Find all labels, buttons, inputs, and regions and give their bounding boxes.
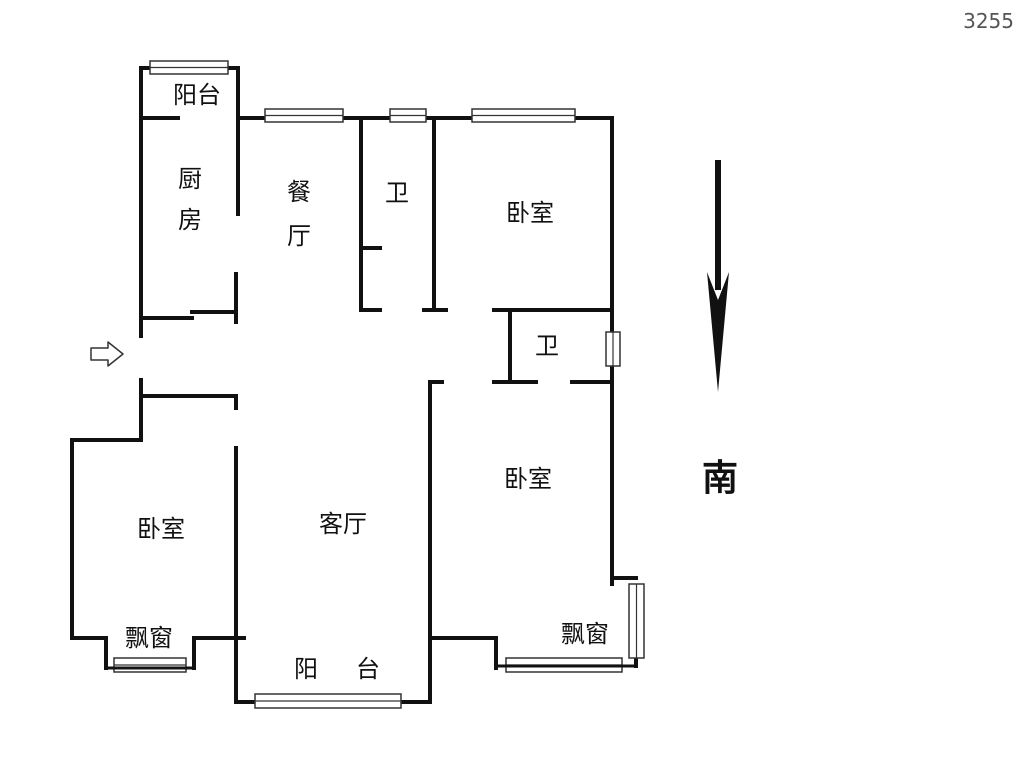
wall-bath-top [359, 116, 448, 312]
window-bay-left [113, 657, 187, 673]
wall-entry [139, 320, 238, 410]
south-arrow-icon [707, 160, 729, 392]
wall-bay-right [610, 576, 638, 586]
label-living: 客厅 [319, 510, 367, 538]
label-bedroom-w: 卧室 [137, 515, 185, 543]
label-bath-top: 卫 [385, 179, 409, 207]
label-balcony-top: 阳台 [173, 81, 221, 109]
label-kitchen-2: 房 [178, 206, 202, 234]
window-bath-top [389, 108, 427, 123]
compass-label: 南 [702, 458, 738, 499]
label-bay-right: 飘窗 [561, 620, 609, 648]
label-bath-mid: 卫 [535, 332, 559, 360]
wall-south [234, 636, 432, 704]
label-dining-2: 厅 [287, 222, 311, 250]
window-balcony-top [149, 60, 229, 75]
label-bay-left: 飘窗 [125, 624, 173, 652]
label-balcony-bottom-1: 阳 [294, 655, 318, 683]
label-balcony-bottom-2: 台 [356, 655, 380, 683]
window-balcony-bottom [254, 693, 402, 709]
label-kitchen-1: 厨 [178, 165, 202, 193]
label-bedroom-se: 卧室 [504, 465, 552, 493]
window-bay-right-side [628, 583, 645, 659]
wall-kitchen [139, 116, 240, 324]
entry-arrow-icon [90, 341, 124, 367]
label-dining-1: 餐 [287, 178, 311, 206]
label-bedroom-ne: 卧室 [506, 199, 554, 227]
window-bedroom-ne [471, 108, 576, 123]
walls [70, 66, 638, 704]
window-bath-mid [605, 331, 621, 367]
window-dining [264, 108, 344, 123]
wall-bedroom-w [70, 394, 246, 704]
watermark: 3255 [963, 9, 1014, 33]
